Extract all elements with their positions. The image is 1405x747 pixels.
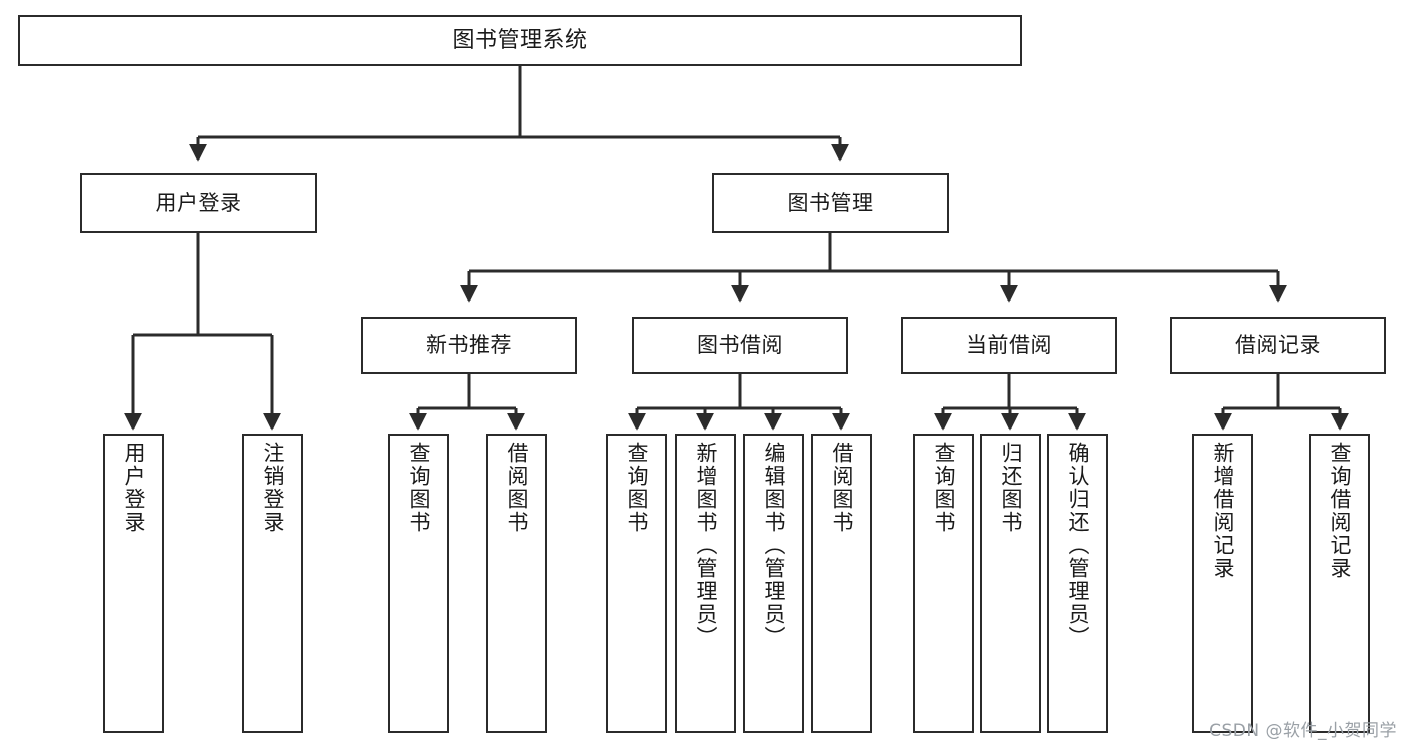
node-label: 注销登录 bbox=[261, 442, 285, 534]
node-leaf-add-book-admin[interactable]: 新增图书（管理员） bbox=[675, 434, 736, 733]
node-root-book-management-system[interactable]: 图书管理系统 bbox=[18, 15, 1022, 66]
node-label: 用户登录 bbox=[122, 442, 146, 534]
node-leaf-borrow-book-new-book[interactable]: 借阅图书 bbox=[486, 434, 547, 733]
node-book-management[interactable]: 图书管理 bbox=[712, 173, 949, 233]
node-label: 图书借阅 bbox=[697, 333, 783, 358]
node-label: 查询图书 bbox=[932, 442, 956, 534]
node-label: 新增借阅记录 bbox=[1211, 442, 1235, 580]
node-label: 当前借阅 bbox=[966, 333, 1052, 358]
node-leaf-query-book-borrow[interactable]: 查询图书 bbox=[606, 434, 667, 733]
node-label: 查询图书 bbox=[407, 442, 431, 534]
node-leaf-confirm-return-admin[interactable]: 确认归还（管理员） bbox=[1047, 434, 1108, 733]
node-book-borrowing[interactable]: 图书借阅 bbox=[632, 317, 848, 374]
node-label: 图书管理 bbox=[787, 190, 874, 215]
node-label: 借阅图书 bbox=[505, 442, 529, 534]
node-label: 借阅记录 bbox=[1235, 333, 1321, 358]
node-leaf-borrow-book[interactable]: 借阅图书 bbox=[811, 434, 872, 733]
node-label: 借阅图书 bbox=[830, 442, 854, 534]
node-label: 确认归还（管理员） bbox=[1066, 442, 1090, 649]
node-leaf-edit-book-admin[interactable]: 编辑图书（管理员） bbox=[743, 434, 804, 733]
node-new-book-recommendation[interactable]: 新书推荐 bbox=[361, 317, 577, 374]
node-label: 归还图书 bbox=[999, 442, 1023, 534]
node-leaf-query-borrow-record[interactable]: 查询借阅记录 bbox=[1309, 434, 1370, 733]
node-label: 用户登录 bbox=[155, 190, 242, 215]
node-user-login[interactable]: 用户登录 bbox=[80, 173, 317, 233]
node-label: 查询图书 bbox=[625, 442, 649, 534]
node-leaf-query-book-current[interactable]: 查询图书 bbox=[913, 434, 974, 733]
node-current-borrowing[interactable]: 当前借阅 bbox=[901, 317, 1117, 374]
node-leaf-return-book[interactable]: 归还图书 bbox=[980, 434, 1041, 733]
node-label: 新增图书（管理员） bbox=[694, 442, 718, 649]
node-leaf-user-logout[interactable]: 注销登录 bbox=[242, 434, 303, 733]
node-label: 查询借阅记录 bbox=[1328, 442, 1352, 580]
node-borrowing-records[interactable]: 借阅记录 bbox=[1170, 317, 1386, 374]
node-leaf-query-book-new-book[interactable]: 查询图书 bbox=[388, 434, 449, 733]
node-leaf-add-borrow-record[interactable]: 新增借阅记录 bbox=[1192, 434, 1253, 733]
node-leaf-user-login[interactable]: 用户登录 bbox=[103, 434, 164, 733]
node-label: 图书管理系统 bbox=[452, 27, 588, 53]
node-label: 新书推荐 bbox=[426, 333, 512, 358]
node-label: 编辑图书（管理员） bbox=[762, 442, 786, 649]
